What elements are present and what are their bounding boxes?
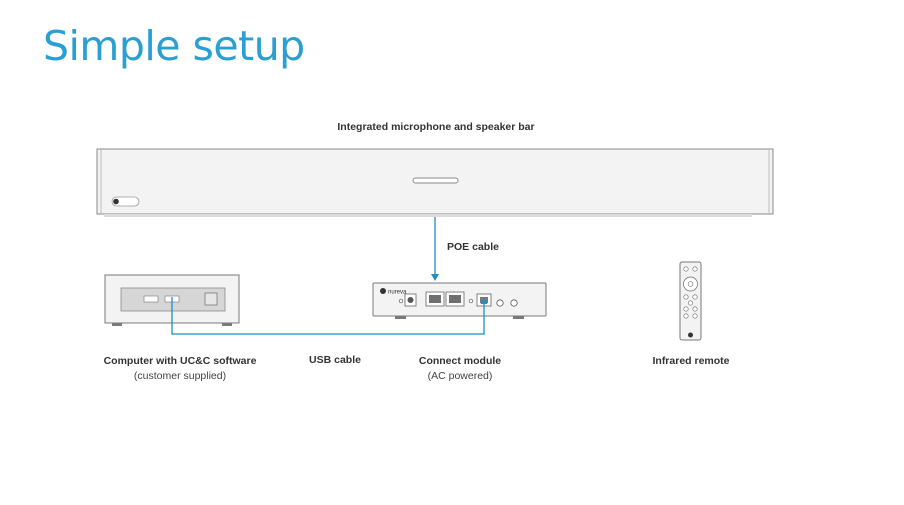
computer-sublabel: (customer supplied) (133, 370, 227, 382)
audio-jack-icon (510, 299, 518, 307)
usb-port-icon (143, 295, 159, 303)
remote-button-icon (692, 294, 698, 300)
poe-cable (431, 217, 439, 281)
speaker-bar-logo (111, 196, 140, 207)
remote-label: Infrared remote (652, 355, 730, 367)
infrared-remote-device (679, 261, 702, 341)
slide-title: Simple setup (43, 22, 305, 70)
status-light-bar (412, 177, 459, 184)
remote-button-icon (683, 313, 689, 319)
connect-module-sublabel: (AC powered) (427, 370, 493, 382)
audio-jack-icon (496, 299, 504, 307)
connect-module-device: nureva (372, 282, 547, 319)
power-button-icon (204, 292, 218, 306)
usb-cable (171, 297, 488, 335)
remote-button-icon (687, 300, 693, 306)
connect-module-logo: nureva (380, 288, 407, 296)
poe-cable-label: POE cable (447, 241, 499, 253)
remote-button-icon (692, 313, 698, 319)
remote-button-icon (692, 266, 698, 272)
speaker-bar-label: Integrated microphone and speaker bar (337, 121, 535, 133)
speaker-bar (96, 148, 774, 217)
remote-button-icon (683, 294, 689, 300)
connect-module-label: Connect module (418, 355, 502, 367)
brand-logo-text: nureva (388, 290, 407, 296)
remote-logo-icon (688, 332, 693, 338)
remote-button-icon (683, 266, 689, 272)
computer-label: Computer with UC&C software (103, 355, 257, 367)
remote-button-icon (692, 306, 698, 312)
usb-cable-label: USB cable (309, 354, 361, 366)
remote-button-icon (683, 306, 689, 312)
